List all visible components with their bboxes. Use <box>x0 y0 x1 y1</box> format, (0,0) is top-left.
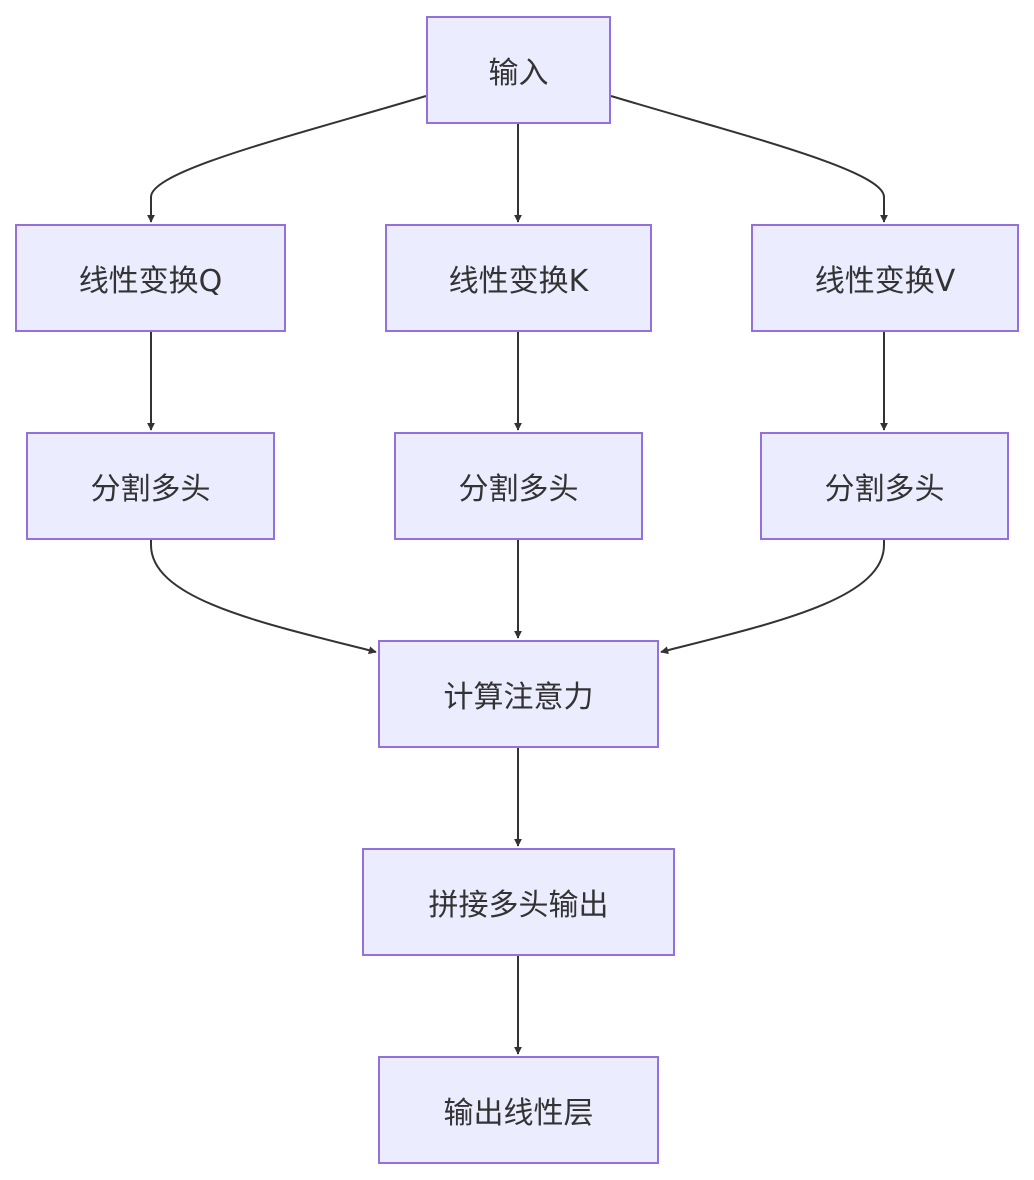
node-linear-q-label: 线性变换Q <box>78 264 223 299</box>
node-split-v-label: 分割多头 <box>824 472 945 507</box>
node-linear-v-label: 线性变换V <box>814 264 956 299</box>
node-split-k: 分割多头 <box>394 432 643 540</box>
node-attention-label: 计算注意力 <box>443 680 594 715</box>
node-output-linear-label: 输出线性层 <box>443 1096 594 1131</box>
node-concat: 拼接多头输出 <box>362 848 675 956</box>
node-input-label: 输入 <box>488 56 549 91</box>
node-linear-k-label: 线性变换K <box>448 264 589 299</box>
node-linear-q: 线性变换Q <box>15 224 286 332</box>
node-concat-label: 拼接多头输出 <box>428 888 609 923</box>
node-split-q-label: 分割多头 <box>90 472 211 507</box>
node-output-linear: 输出线性层 <box>378 1056 659 1164</box>
node-split-v: 分割多头 <box>760 432 1009 540</box>
node-split-k-label: 分割多头 <box>458 472 579 507</box>
node-linear-v: 线性变换V <box>751 224 1019 332</box>
edge-split-q-to-attention <box>150 540 377 655</box>
node-split-q: 分割多头 <box>26 432 275 540</box>
edge-split-v-to-attention <box>660 540 885 655</box>
node-attention: 计算注意力 <box>378 640 659 748</box>
edge-input-to-linear-v <box>610 95 888 223</box>
node-input: 输入 <box>426 16 611 124</box>
node-linear-k: 线性变换K <box>385 224 652 332</box>
edge-input-to-linear-q <box>147 95 427 223</box>
